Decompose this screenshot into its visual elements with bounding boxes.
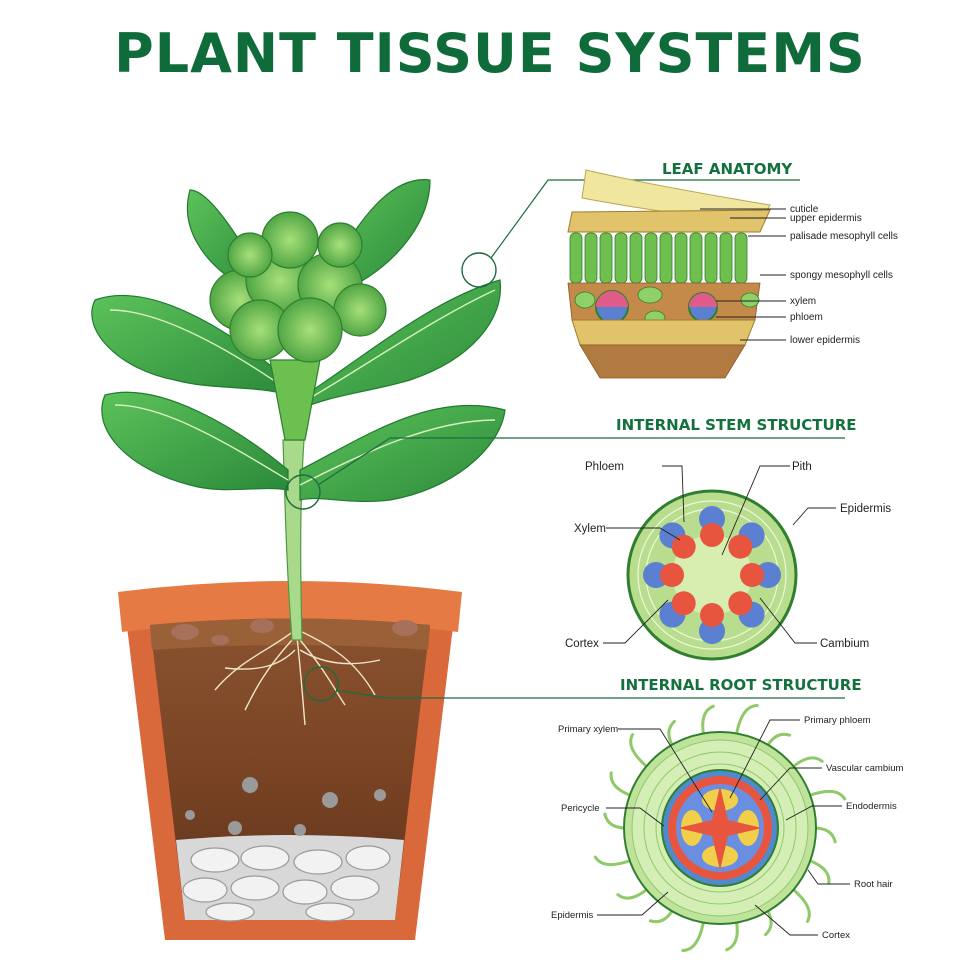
root-hair bbox=[701, 704, 715, 737]
root-label-endodermis: Endodermis bbox=[846, 801, 897, 812]
leaf-cross-section bbox=[567, 169, 771, 379]
stem-label-epidermis: Epidermis bbox=[840, 503, 891, 515]
root-label-primary-xylem: Primary xylem bbox=[558, 724, 618, 735]
stem-connector bbox=[317, 437, 845, 486]
root-connector bbox=[335, 689, 845, 699]
leaf-label-spongy: spongy mesophyll cells bbox=[790, 270, 893, 281]
root-cross-section bbox=[593, 704, 847, 952]
stem-xylem-bundle bbox=[728, 534, 753, 559]
page-title: PLANT TISSUE SYSTEMS bbox=[114, 22, 866, 85]
leaf-label-upper-epidermis: upper epidermis bbox=[790, 213, 862, 224]
root-hair bbox=[725, 919, 739, 952]
stem-xylem-bundle bbox=[700, 523, 724, 547]
root-labels: Primary xylem Primary phloem Vascular ca… bbox=[551, 715, 904, 941]
stem-label-xylem: Xylem bbox=[574, 523, 606, 535]
stem-cross-section bbox=[626, 489, 798, 661]
root-hair bbox=[616, 886, 650, 900]
root-label-cortex: Cortex bbox=[822, 930, 850, 941]
stem-labels: Phloem Pith Epidermis Xylem Cortex Cambi… bbox=[565, 461, 891, 650]
root-hair bbox=[603, 812, 628, 830]
root-hair bbox=[667, 719, 676, 749]
root-hair bbox=[681, 919, 706, 952]
root-hair bbox=[790, 756, 824, 770]
stem-label-pith: Pith bbox=[792, 461, 812, 473]
stem-label-cortex: Cortex bbox=[565, 638, 599, 650]
stem-label-cambium: Cambium bbox=[820, 638, 869, 650]
root-label-epidermis: Epidermis bbox=[551, 910, 593, 921]
leaf-connector bbox=[490, 179, 800, 259]
root-hair bbox=[806, 858, 831, 885]
root-hair bbox=[609, 771, 634, 798]
stem-label-phloem: Phloem bbox=[585, 461, 624, 473]
stem-xylem-bundle bbox=[700, 603, 724, 627]
root-hair bbox=[806, 789, 847, 801]
plant bbox=[91, 179, 506, 726]
root-hair bbox=[812, 826, 837, 844]
root-hair bbox=[764, 907, 773, 937]
leaf-label-phloem: phloem bbox=[790, 312, 823, 323]
root-hair bbox=[648, 907, 675, 924]
leaf-label-xylem: xylem bbox=[790, 296, 816, 307]
leaf-labels: cuticle upper epidermis palisade mesophy… bbox=[700, 204, 898, 346]
stem-xylem-bundle bbox=[671, 534, 696, 559]
root-hair bbox=[790, 886, 811, 923]
root-hair bbox=[629, 733, 650, 770]
stem-xylem-bundle bbox=[660, 563, 684, 587]
stem-heading: INTERNAL STEM STRUCTURE bbox=[616, 416, 857, 434]
leaf-label-lower-epidermis: lower epidermis bbox=[790, 335, 860, 346]
flower-pot bbox=[118, 581, 462, 940]
root-hair bbox=[765, 732, 792, 749]
root-label-primary-phloem: Primary phloem bbox=[804, 715, 871, 726]
leaf-label-palisade: palisade mesophyll cells bbox=[790, 231, 898, 242]
leaf-label-cuticle: cuticle bbox=[790, 204, 819, 215]
root-hair bbox=[734, 704, 759, 737]
root-heading: INTERNAL ROOT STRUCTURE bbox=[620, 676, 862, 694]
root-label-vascular-cambium: Vascular cambium bbox=[826, 763, 904, 774]
stem-xylem-bundle bbox=[740, 563, 764, 587]
broccoli-head bbox=[209, 211, 387, 441]
stem-xylem-bundle bbox=[728, 591, 753, 616]
root-label-root-hair: Root hair bbox=[854, 879, 893, 890]
leaf-anatomy-heading: LEAF ANATOMY bbox=[662, 160, 793, 178]
root-label-pericycle: Pericycle bbox=[561, 803, 600, 814]
root-hair bbox=[593, 855, 634, 867]
stem-xylem-bundle bbox=[671, 591, 696, 616]
